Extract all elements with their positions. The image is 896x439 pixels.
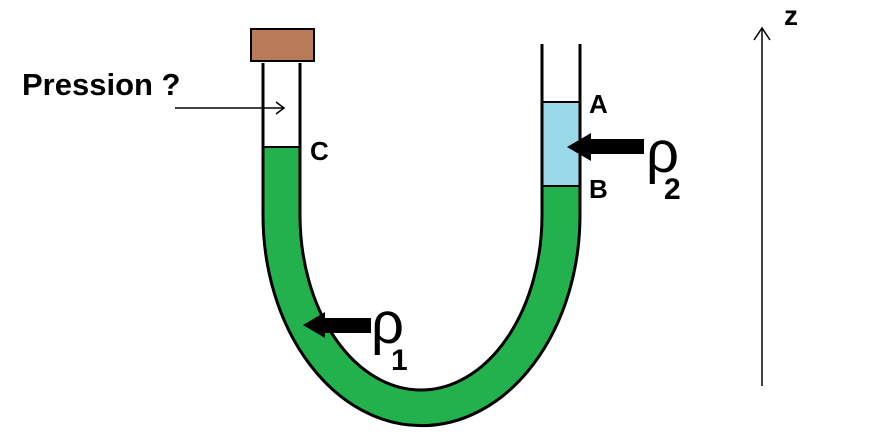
point-a-label: A — [589, 89, 608, 119]
rho2-symbol: ρ — [646, 120, 679, 185]
liquid-rho1 — [263, 147, 580, 426]
point-c-label: C — [310, 136, 329, 166]
tube-inner-wall — [298, 44, 544, 392]
rho2-arrow — [567, 133, 644, 161]
z-axis-label: z — [784, 0, 798, 31]
pressure-question-label: Pression ? — [22, 67, 181, 102]
u-tube — [261, 44, 582, 428]
rho1-arrow — [303, 312, 371, 338]
rho1-subscript: 1 — [391, 344, 408, 377]
tube-cap — [250, 28, 315, 62]
pressure-arrow — [175, 101, 286, 115]
rho2-subscript: 2 — [664, 173, 681, 206]
tube-outer-wall — [261, 44, 582, 428]
point-b-label: B — [589, 174, 608, 204]
z-axis-arrow — [753, 26, 771, 386]
rho1-symbol: ρ — [371, 291, 404, 356]
